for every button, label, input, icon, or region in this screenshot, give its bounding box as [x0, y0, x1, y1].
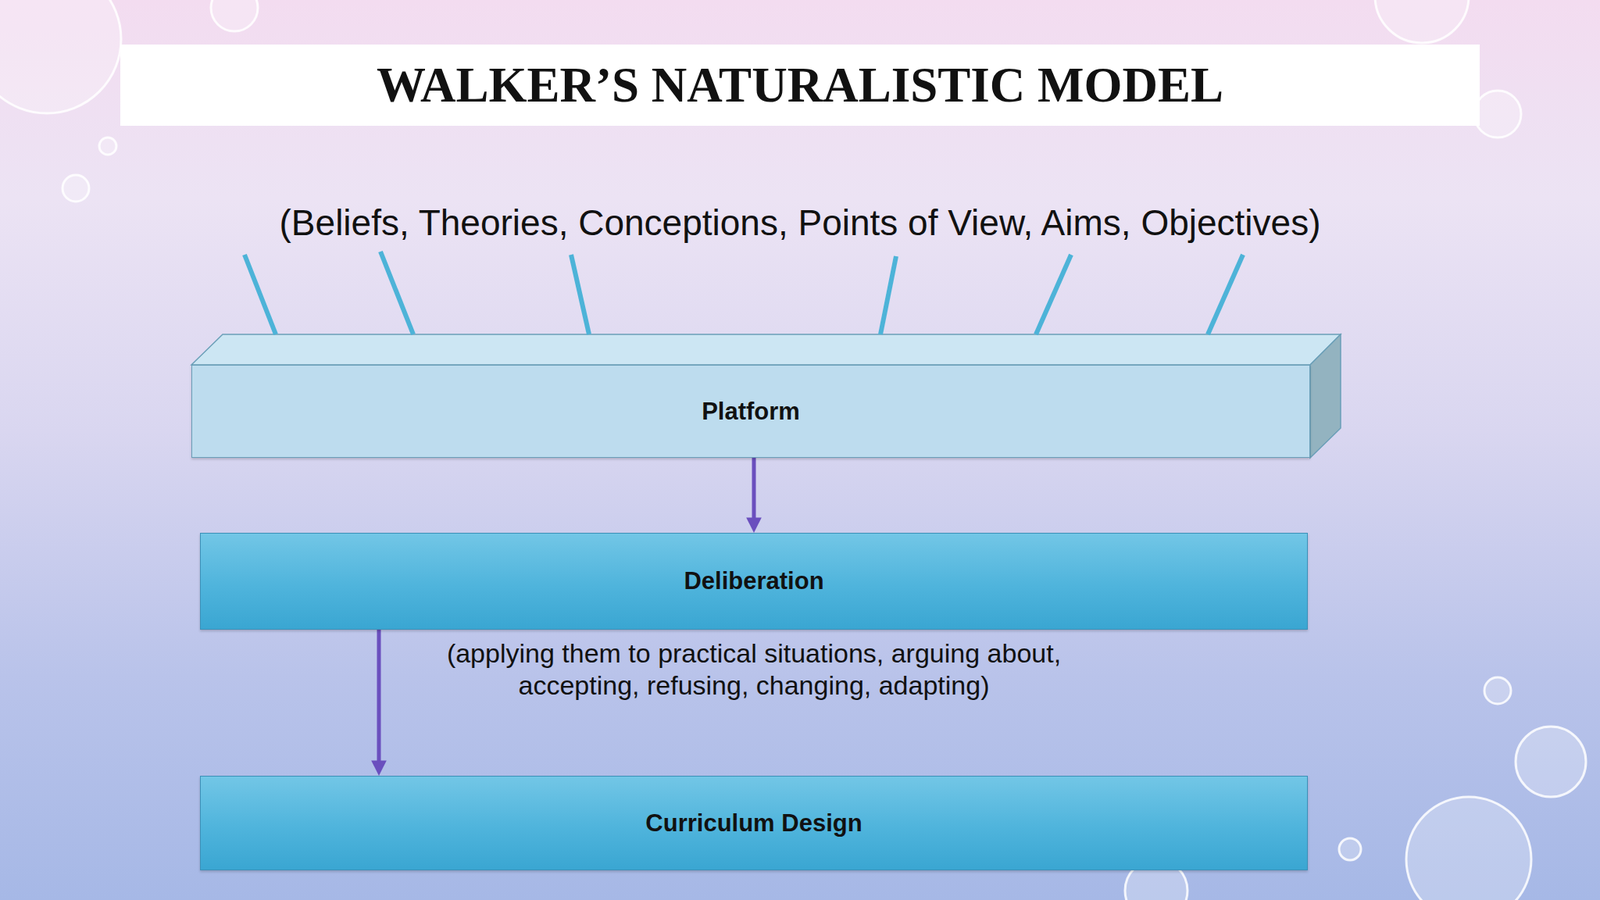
leader-lines: [244, 251, 1243, 335]
node-label: Curriculum Design: [629, 809, 878, 838]
title-bar: WALKER’S NATURALISTIC MODEL: [120, 44, 1480, 126]
deliberation-note: (applying them to practical situations, …: [410, 637, 1098, 702]
node-label: Deliberation: [667, 567, 840, 596]
platform-box: Platform: [191, 364, 1311, 458]
platform-3d-faces: [191, 334, 1341, 458]
flow-arrow: [746, 457, 762, 533]
title-text: WALKER’S NATURALISTIC MODEL: [376, 57, 1224, 115]
node-label: Platform: [685, 397, 816, 426]
flow-arrow: [371, 629, 387, 776]
inputs-label: (Beliefs, Theories, Conceptions, Points …: [78, 201, 1522, 245]
deliberation-box: Deliberation: [200, 532, 1308, 630]
curriculum-design-box: Curriculum Design: [200, 775, 1308, 871]
